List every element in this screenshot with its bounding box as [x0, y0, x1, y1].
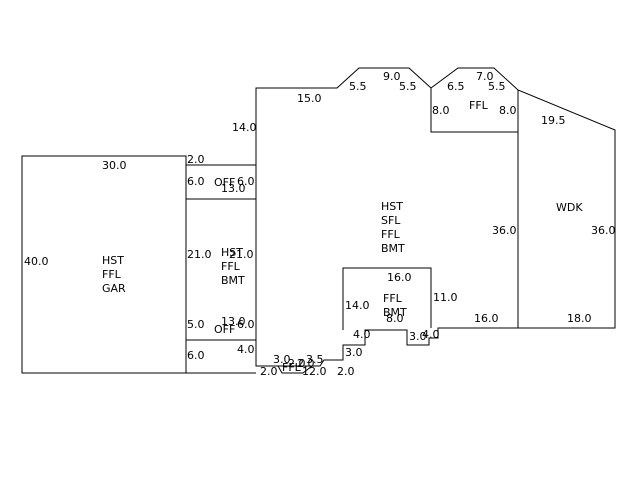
dim-inner-notch-left: 4.0 [353, 328, 371, 341]
main-area-line-2: SFL [381, 214, 401, 227]
inner-area-label: FFL BMT [383, 292, 407, 320]
bottom-extension-outline [277, 365, 313, 374]
dim-link-upper: 6.0 [187, 175, 205, 188]
dim-inner-right: 11.0 [433, 291, 458, 304]
dim-bay-left: 8.0 [432, 104, 450, 117]
connector-area-line-3: BMT [221, 274, 245, 287]
dim-garage-left: 40.0 [24, 255, 49, 268]
dim-bay-right: 8.0 [499, 104, 517, 117]
dim-off-bot-width: 13.0 [221, 315, 246, 328]
dim-ext-d: 2.0 [288, 357, 306, 370]
dim-ext-b: 2.0 [297, 357, 315, 370]
dim-inner-bottom: 8.0 [386, 312, 404, 325]
connector-area-line-1: HST [221, 246, 243, 259]
sketch-outlines [21, 67, 616, 374]
connector-outline [186, 164, 256, 374]
dim-ext-right: 3.5 [306, 353, 324, 366]
main-area-line-4: BMT [381, 242, 405, 255]
main-area-label: HST SFL FFL BMT [381, 200, 405, 256]
main-area-line-1: HST [381, 200, 403, 213]
dim-off-top-width: 13.0 [221, 182, 246, 195]
dim-deck-angle: 19.5 [541, 114, 566, 127]
main-outline [255, 67, 616, 367]
dim-bump-right-side: 5.5 [399, 80, 417, 93]
dim-ext-a: 2.0 [260, 365, 278, 378]
dim-inner-step-right: 3.0 [409, 330, 427, 343]
garage-area-line-3: GAR [102, 282, 126, 295]
dim-main-bottom-right: 16.0 [474, 312, 499, 325]
dim-bump-left-side: 5.5 [349, 80, 367, 93]
dim-bump-top: 9.0 [383, 70, 401, 83]
dim-off-bot-len: 6.0 [237, 318, 255, 331]
dim-main-top: 15.0 [297, 92, 322, 105]
dim-ext-e: 2.0 [337, 365, 355, 378]
dim-main-right: 36.0 [492, 224, 517, 237]
offset-top-label: OFF [214, 176, 236, 189]
dim-bay-right-side: 5.5 [488, 80, 506, 93]
garage-area-line-1: HST [102, 254, 124, 267]
bay-area-label: FFL [469, 99, 488, 112]
inner-area-line-1: FFL [383, 292, 402, 305]
connector-area-line-2: FFL [221, 260, 240, 273]
dim-link-mid: 21.0 [187, 248, 212, 261]
offset-bottom-label: OFF [214, 323, 236, 336]
garage-outline [21, 155, 187, 374]
garage-area-label: HST FFL GAR [102, 254, 126, 296]
inner-area-line-2: BMT [383, 306, 407, 319]
dim-inner-left: 14.0 [345, 299, 370, 312]
bay-box-outline [430, 88, 519, 133]
dim-garage-top: 30.0 [102, 159, 127, 172]
dim-inner-step-left: 3.0 [345, 346, 363, 359]
bottom-ext-label: FFL [282, 361, 301, 374]
garage-area-line-2: FFL [102, 268, 121, 281]
dim-ext-c: 12.0 [302, 365, 327, 378]
dim-link-bottom: 6.0 [187, 349, 205, 362]
dim-bay-left-side: 6.5 [447, 80, 465, 93]
inner-box-outline [342, 267, 432, 330]
main-area-line-3: FFL [381, 228, 400, 241]
dim-bay-top: 7.0 [476, 70, 494, 83]
dim-deck-bottom: 18.0 [567, 312, 592, 325]
dim-ext-left: 3.0 [273, 353, 291, 366]
dim-link-lower: 5.0 [187, 318, 205, 331]
deck-area-label: WDK [556, 201, 583, 214]
dim-deck-right: 36.0 [591, 224, 616, 237]
dim-inner-notch-right: 4.0 [422, 328, 440, 341]
dim-main-left-upper: 14.0 [232, 121, 257, 134]
dim-link-top-gap: 2.0 [187, 153, 205, 166]
dim-link-mid-right: 21.0 [229, 248, 254, 261]
dim-inner-top: 16.0 [387, 271, 412, 284]
connector-area-label: HST FFL BMT [221, 246, 245, 288]
dim-main-left-lower: 4.0 [237, 343, 255, 356]
dim-off-top-len: 6.0 [237, 175, 255, 188]
